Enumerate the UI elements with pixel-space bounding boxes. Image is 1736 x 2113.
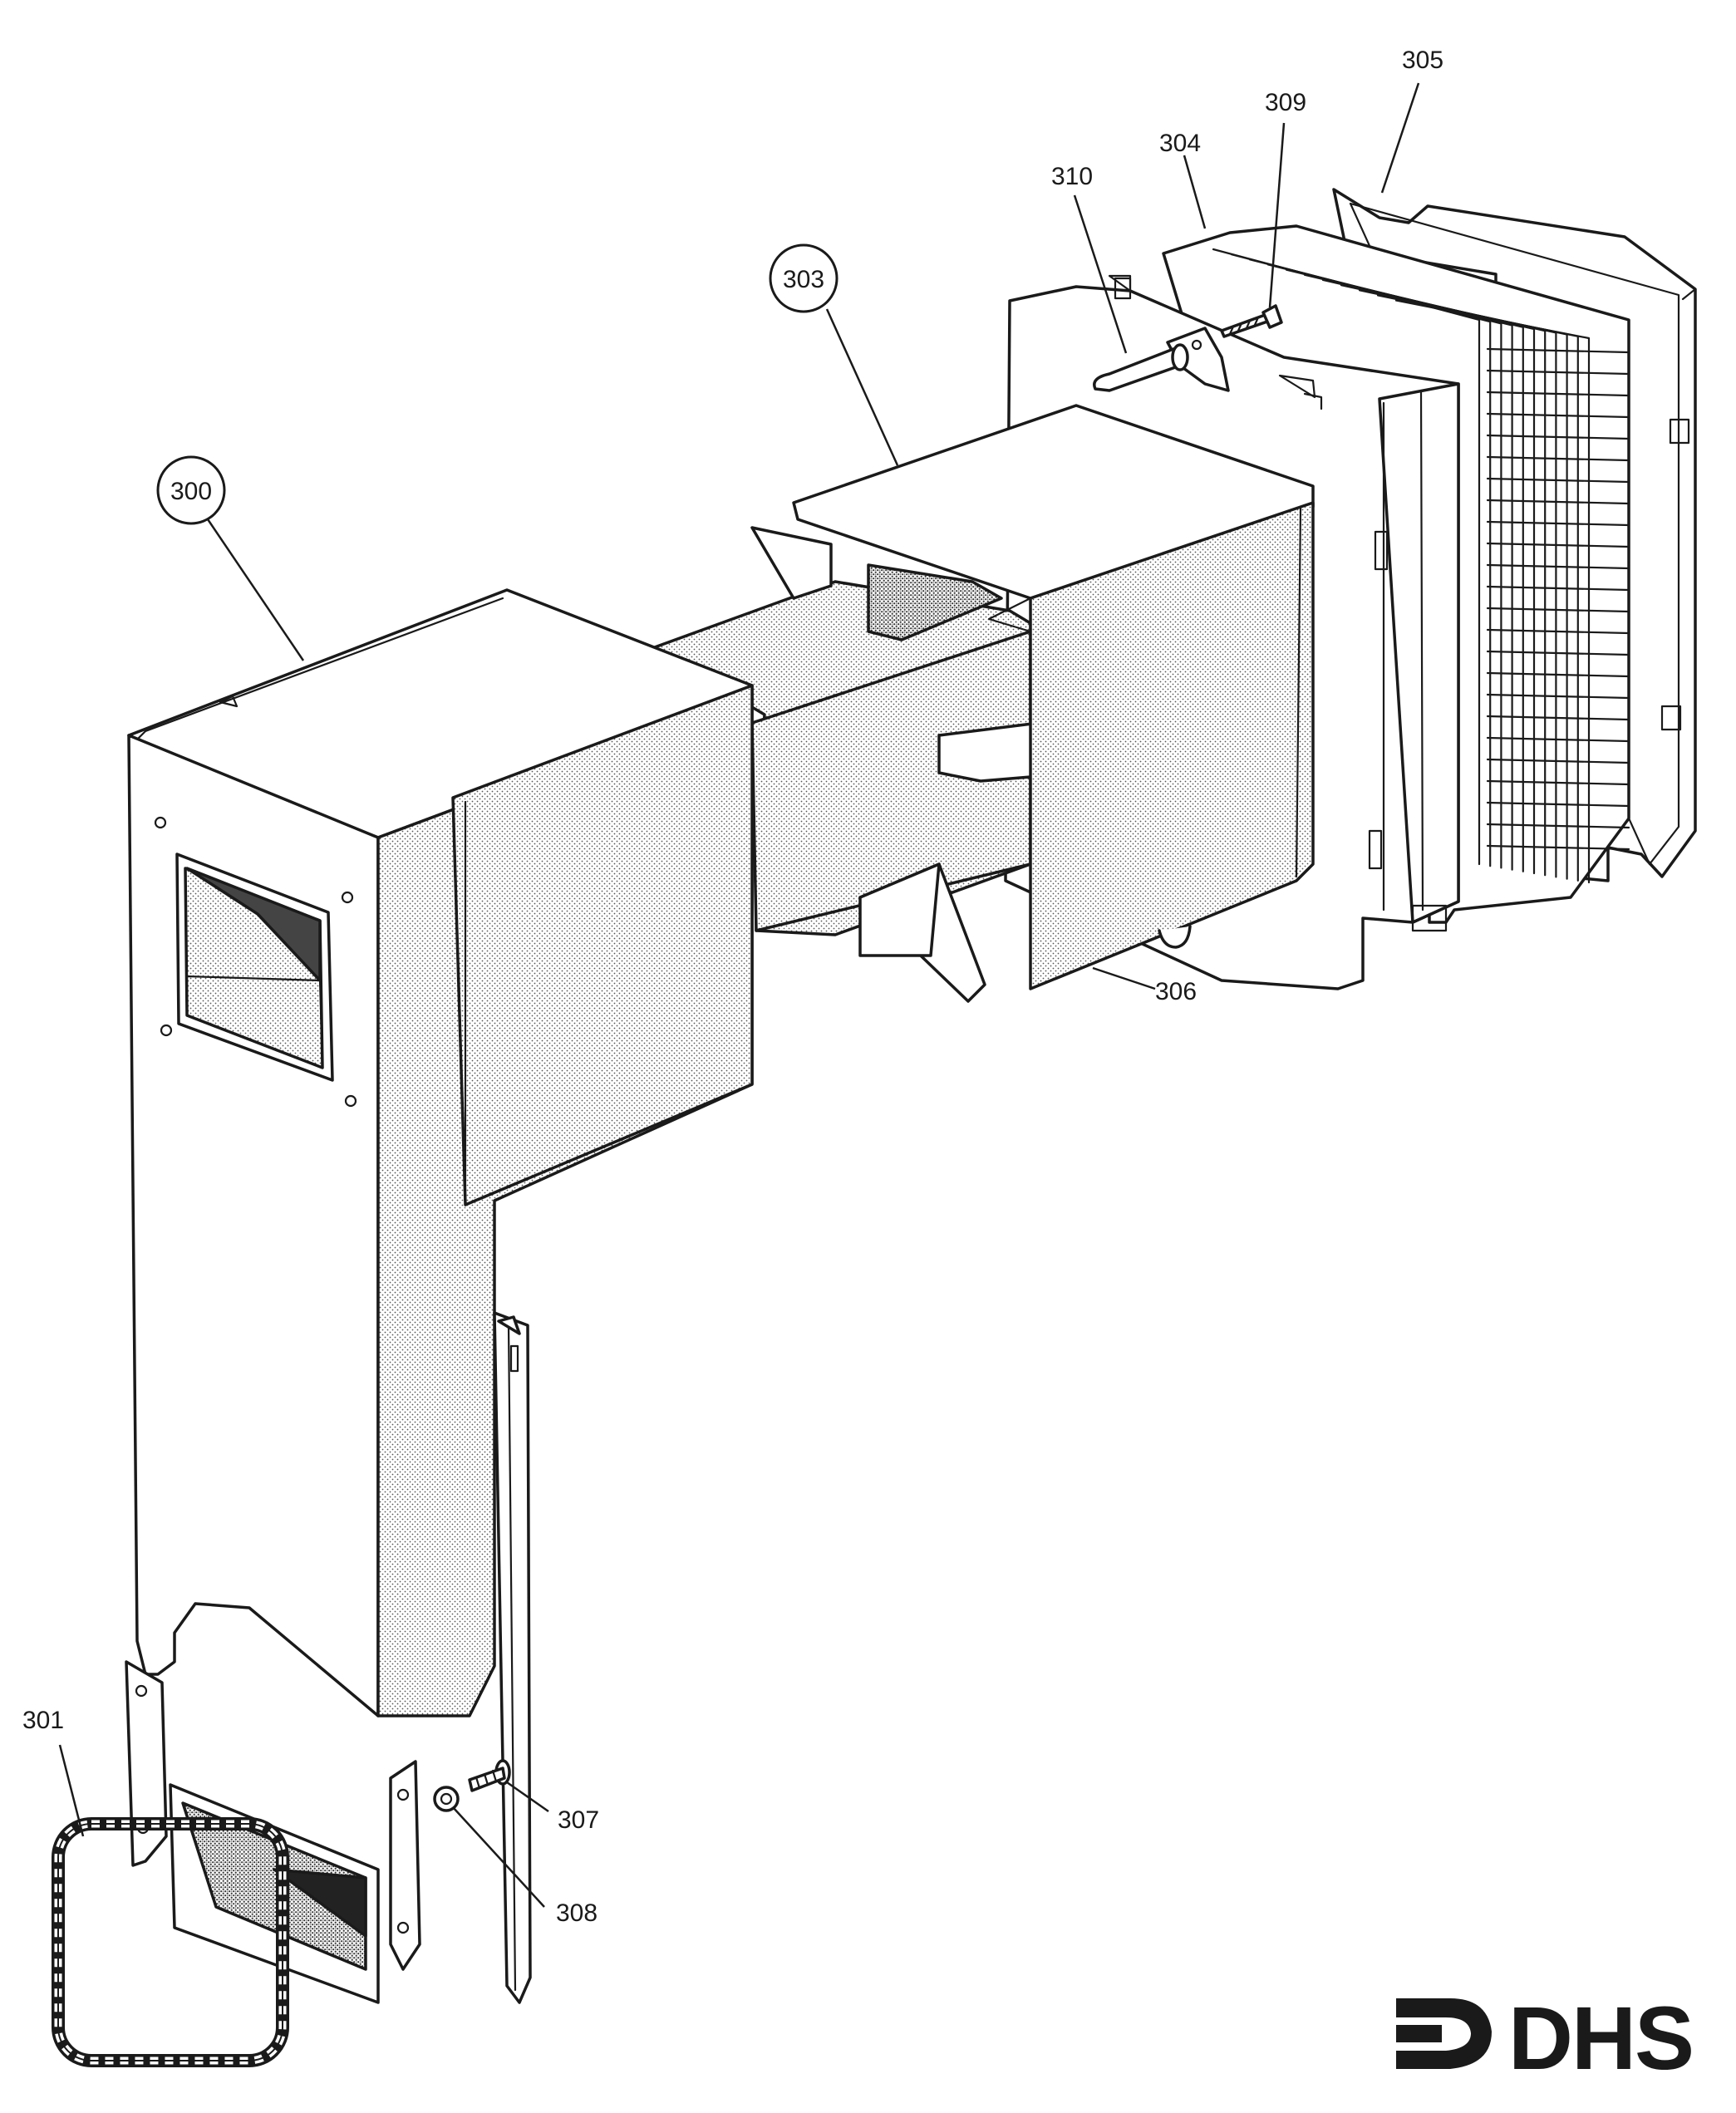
callout-305: 305 [1402,47,1443,74]
part-303-telescopic-sleeve [651,404,1315,1003]
grille-crossbar [1486,520,1630,527]
grille-crossbar [1486,758,1630,764]
grille-crossbar [1486,650,1630,656]
grille-crossbar [1486,477,1630,484]
callout-308: 308 [556,1899,598,1927]
grille-crossbar [1486,607,1630,613]
part-309-screw [1220,304,1283,338]
grille-crossbar [1486,347,1630,354]
logo-arrow-icon [1396,1998,1492,2069]
part-300-duct-body [125,588,754,2004]
svg-text:307: 307 [558,1806,599,1834]
dhs-logo: DHS [1396,1988,1694,2088]
grille-bar [1394,299,1591,884]
grille-crossbar [1486,434,1630,440]
grille-crossbar [1486,628,1630,635]
grille-crossbar [1486,736,1630,743]
callouts: 300 301 303 304 305 306 307 308 309 310 [22,47,1443,1927]
leader-lines [58,82,1420,1908]
callout-310: 310 [1051,163,1093,190]
svg-text:DHS: DHS [1508,1988,1693,2088]
grille-crossbar [1486,542,1630,548]
grille-crossbar [1486,585,1630,592]
callout-303: 303 [769,243,838,313]
svg-text:309: 309 [1265,89,1306,116]
callout-306: 306 [1155,978,1197,1005]
svg-text:306: 306 [1155,978,1197,1005]
svg-text:303: 303 [783,266,824,293]
svg-text:301: 301 [22,1707,64,1734]
grille-crossbar [1486,779,1630,786]
grille-crossbar [1486,391,1630,397]
callout-307: 307 [558,1806,599,1834]
grille-crossbar [1486,412,1630,419]
grille-crossbar [1486,844,1630,851]
grille-crossbar [1486,369,1630,376]
svg-text:305: 305 [1402,47,1443,74]
grille-crossbar [1486,801,1630,808]
grille-crossbar [1486,671,1630,678]
grille-crossbar [1486,823,1630,829]
callout-304: 304 [1159,130,1201,157]
svg-text:300: 300 [170,478,212,505]
svg-text:308: 308 [556,1899,598,1927]
grille-crossbar [1486,563,1630,570]
grille-crossbar [1486,455,1630,462]
grille-crossbar [1486,693,1630,700]
callout-300: 300 [156,455,226,525]
svg-text:310: 310 [1051,163,1093,190]
grille-crossbar [1486,715,1630,721]
callout-309: 309 [1265,89,1306,116]
part-310-pin [1093,327,1230,392]
part-301-rope-seal [52,1817,289,2067]
svg-text:304: 304 [1159,130,1201,157]
callout-301: 301 [22,1707,64,1734]
grille-crossbar [1486,499,1630,505]
